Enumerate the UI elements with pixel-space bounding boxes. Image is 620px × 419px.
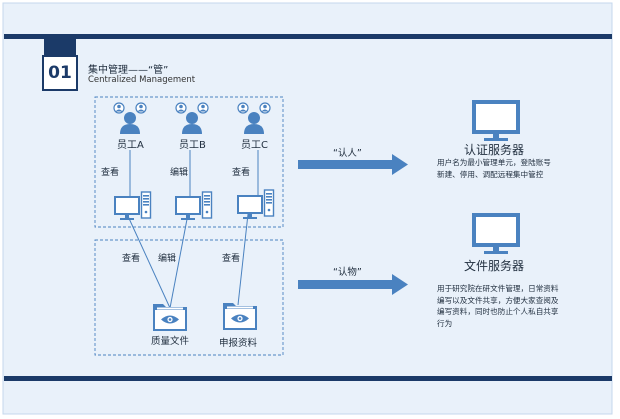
line-pc-c-report-file [237,213,249,306]
auth-server-title: 认证服务器 [464,143,525,157]
number-tab [44,39,76,57]
report-file-folder-icon [223,303,257,330]
employee-a-action: 查看 [101,168,120,178]
arrow-to-auth-server [298,154,408,175]
line-pc-b-quality-file [169,213,189,309]
employee-c-action: 查看 [232,168,251,178]
connection-lines [126,150,259,309]
section-title-en: Centralized Management [88,75,196,85]
employee-a-computer-tower-icon [140,191,152,219]
employee-b-action: 编辑 [170,168,189,178]
arrow-label-identify-things: “认物” [333,267,362,278]
employee-a-label: 员工A [117,140,144,151]
section-number: 01 [42,55,78,91]
file-group-box [94,239,284,356]
line-pc-a-quality-file [126,213,171,309]
employee-group-box [94,96,284,228]
employee-b-label: 员工B [179,140,206,151]
bottom-bar [4,376,612,381]
file-action-view-1: 查看 [122,254,141,264]
panel-background [2,2,613,415]
employee-c-computer-tower-icon [263,189,275,217]
employee-c-label: 员工C [241,140,268,151]
file-server-title: 文件服务器 [464,259,525,273]
file-action-edit: 编辑 [158,254,177,264]
arrow-to-file-server [298,274,408,295]
file-action-view-2: 查看 [222,254,241,264]
file-server-description: 用于研究院在研文件管理，日常资料编写以及文件共享，方便大家查阅及编写资料，同时也… [437,284,559,328]
section-title-cn: 集中管理——“管” [88,65,169,76]
report-file-label: 申报资料 [219,338,258,349]
top-bar [4,34,612,39]
quality-file-label: 质量文件 [151,336,190,347]
arrow-label-identify-people: “认人” [333,148,362,159]
quality-file-folder-icon [153,304,187,331]
employee-b-computer-tower-icon [201,191,213,219]
auth-server-description: 用户名为最小管理单元，登陆账号新建、停用、调配远程集中管控 [437,158,551,179]
